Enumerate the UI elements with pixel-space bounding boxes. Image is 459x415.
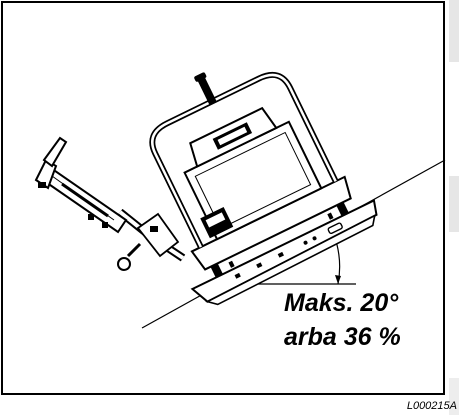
slope-limit-caption-line2: arba 36 % — [284, 323, 401, 351]
slope-limit-caption-line1: Maks. 20° — [284, 289, 399, 317]
page-edge-tab-bottom — [449, 378, 459, 415]
page-edge-tab-top — [449, 0, 459, 62]
figure-reference-code: L000215A — [406, 400, 457, 412]
page-edge-tab-middle — [449, 176, 459, 232]
plate-compactor — [149, 71, 378, 306]
angle-arrow-bottom — [335, 275, 341, 284]
operating-handle — [34, 136, 186, 271]
